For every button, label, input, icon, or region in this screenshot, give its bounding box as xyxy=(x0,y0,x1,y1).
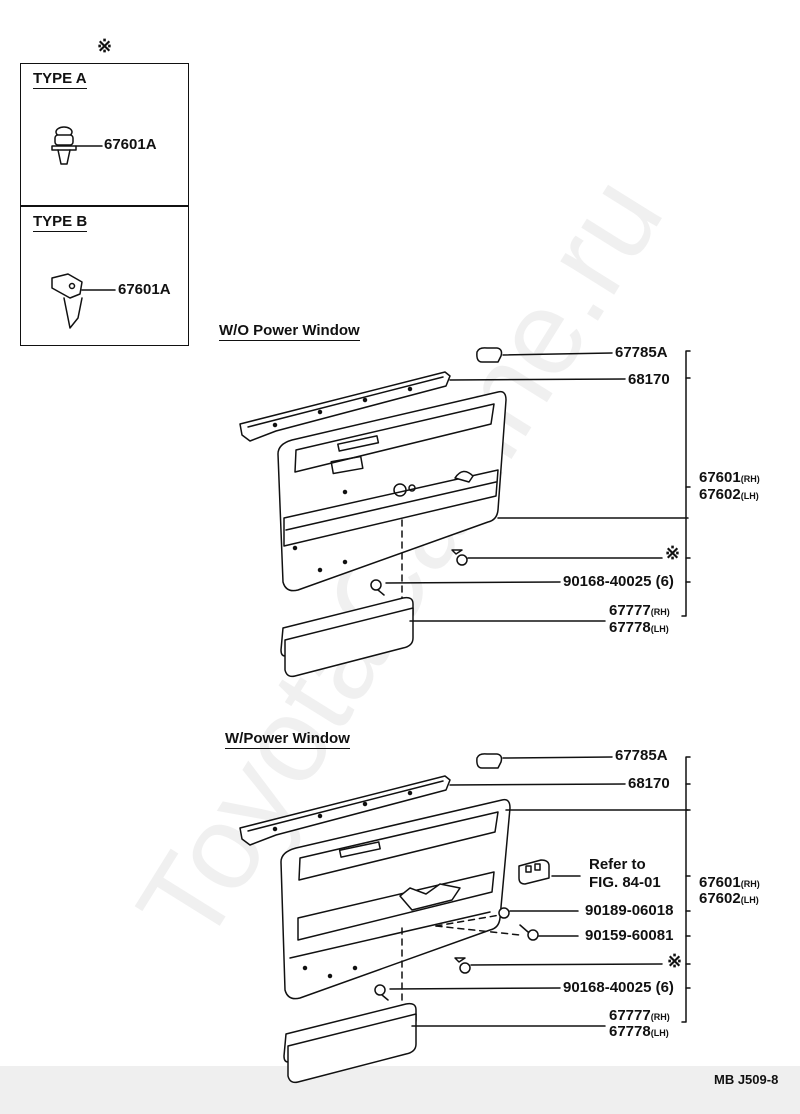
w-label-67777: 67777(RH) xyxy=(609,1007,670,1024)
wo-marker: ※ xyxy=(665,543,681,563)
w-door-trim-panel-icon xyxy=(280,798,511,1000)
w-label-67785a: 67785A xyxy=(615,747,668,764)
clip-type-b-icon xyxy=(51,273,116,329)
type-b-part: 67601A xyxy=(118,281,171,298)
type-b-title: TYPE B xyxy=(33,213,88,232)
wo-armrest-weatherstrip-icon xyxy=(239,371,451,442)
w-armrest-pocket-icon xyxy=(283,1002,417,1084)
w-marker: ※ xyxy=(667,951,683,971)
w-label-90159: 90159-60081 xyxy=(585,927,674,944)
wo-label-67785a: 67785A xyxy=(615,344,668,361)
w-label-68170: 68170 xyxy=(628,775,670,792)
w-label-90168: 90168-40025 (6) xyxy=(563,979,674,996)
footer-bar xyxy=(0,1066,800,1114)
w-escutcheon-icon xyxy=(476,753,503,769)
w-label-67602: 67602(LH) xyxy=(699,890,759,907)
wo-escutcheon-icon xyxy=(476,347,503,363)
wo-label-67777: 67777(RH) xyxy=(609,602,670,619)
w-nut-icon xyxy=(498,907,510,919)
legend-type-a-box xyxy=(20,63,189,207)
w-armrest-weatherstrip-icon xyxy=(239,775,451,846)
legend-type-b-box xyxy=(20,205,189,346)
wo-label-90168: 90168-40025 (6) xyxy=(563,573,674,590)
w-power-window-switch-icon xyxy=(518,859,550,885)
wo-label-67778: 67778(LH) xyxy=(609,619,669,636)
w-label-refer1: Refer to xyxy=(589,856,646,873)
section-w-title: W/Power Window xyxy=(225,730,350,749)
w-label-67778: 67778(LH) xyxy=(609,1023,669,1040)
wo-label-67601: 67601(RH) xyxy=(699,469,760,486)
wo-screw-icon xyxy=(370,579,385,596)
wo-label-68170: 68170 xyxy=(628,371,670,388)
section-wo-title: W/O Power Window xyxy=(219,322,360,341)
w-screw-icon xyxy=(374,984,389,1001)
footer-code: MB J509-8 xyxy=(714,1072,779,1087)
clip-type-a-icon xyxy=(51,126,103,165)
wo-clip-icon xyxy=(451,549,468,566)
type-a-part: 67601A xyxy=(104,136,157,153)
w-bolt-icon xyxy=(519,924,539,941)
w-clip-icon xyxy=(454,957,471,974)
w-label-67601: 67601(RH) xyxy=(699,874,760,891)
type-a-title: TYPE A xyxy=(33,70,87,89)
legend-marker: ※ xyxy=(97,36,113,56)
w-label-refer2: FIG. 84-01 xyxy=(589,874,661,891)
wo-door-trim-panel-icon xyxy=(277,390,507,592)
w-label-90189: 90189-06018 xyxy=(585,902,674,919)
wo-armrest-pocket-icon xyxy=(280,596,414,678)
wo-label-67602: 67602(LH) xyxy=(699,486,759,503)
